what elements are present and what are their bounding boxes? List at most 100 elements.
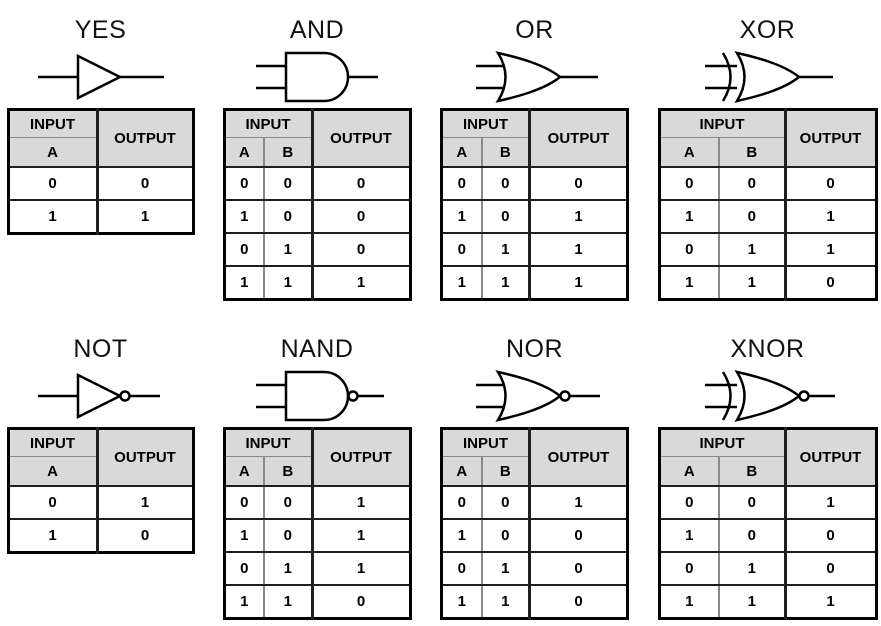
input-cell: 0	[223, 166, 265, 201]
output-header: OUTPUT	[528, 108, 629, 168]
gate-title-nor: NOR	[505, 335, 564, 363]
output-cell: 1	[528, 232, 629, 267]
input-cell: 0	[440, 166, 483, 201]
gate-symbol	[26, 365, 176, 427]
input-cell: 1	[7, 199, 98, 235]
output-cell: 0	[783, 265, 877, 301]
output-cell: 1	[310, 265, 411, 301]
input-cell: 1	[440, 584, 483, 620]
column-header-b: B	[718, 137, 786, 168]
output-cell: 0	[310, 232, 411, 267]
column-header-a: A	[223, 456, 265, 487]
input-cell: 1	[223, 199, 265, 234]
input-cell: 1	[480, 584, 531, 620]
input-cell: 0	[658, 166, 720, 201]
input-cell: 0	[7, 485, 98, 520]
output-cell: 0	[528, 584, 629, 620]
input-cell: 0	[480, 199, 531, 234]
input-header: INPUT	[223, 427, 313, 457]
output-cell: 0	[310, 584, 411, 620]
column-header-b: B	[480, 137, 531, 168]
input-cell: 1	[263, 551, 313, 586]
input-cell: 0	[718, 518, 786, 553]
input-cell: 0	[658, 232, 720, 267]
output-cell: 0	[310, 166, 411, 201]
output-cell: 1	[310, 518, 411, 553]
output-cell: 1	[783, 485, 877, 520]
gate-title-nand: NAND	[280, 335, 354, 363]
xnor-gate-icon	[704, 370, 835, 422]
gate-title-xor: XOR	[739, 16, 796, 44]
input-cell: 0	[480, 518, 531, 553]
input-cell: 0	[658, 551, 720, 586]
input-cell: 1	[658, 265, 720, 301]
output-header: OUTPUT	[95, 427, 194, 487]
column-header-a: A	[658, 137, 720, 168]
input-header: INPUT	[7, 427, 98, 457]
output-cell: 0	[95, 518, 194, 554]
input-header: INPUT	[440, 108, 531, 138]
output-cell: 0	[783, 551, 877, 586]
output-cell: 0	[528, 166, 629, 201]
input-cell: 0	[718, 166, 786, 201]
not-gate-icon	[37, 372, 160, 420]
output-cell: 1	[310, 485, 411, 520]
gate-symbol	[242, 365, 392, 427]
input-header: INPUT	[658, 427, 786, 457]
input-header: INPUT	[223, 108, 313, 138]
input-cell: 1	[223, 518, 265, 553]
output-header: OUTPUT	[310, 427, 411, 487]
input-cell: 0	[658, 485, 720, 520]
input-cell: 1	[223, 265, 265, 301]
column-header-a: A	[223, 137, 265, 168]
input-cell: 1	[718, 265, 786, 301]
input-cell: 1	[440, 518, 483, 553]
gate-title-or: OR	[515, 16, 554, 44]
input-cell: 0	[440, 551, 483, 586]
input-cell: 0	[480, 485, 531, 520]
or-gate-icon	[475, 51, 598, 103]
gate-symbol	[26, 46, 176, 108]
column-header-a: A	[440, 456, 483, 487]
input-cell: 0	[7, 166, 98, 201]
input-cell: 1	[263, 265, 313, 301]
gate-title-xnor: XNOR	[730, 335, 805, 363]
output-cell: 0	[783, 518, 877, 553]
column-header-b: B	[480, 456, 531, 487]
output-cell: 1	[783, 584, 877, 620]
gate-symbol	[460, 365, 610, 427]
input-cell: 1	[440, 199, 483, 234]
input-cell: 0	[263, 518, 313, 553]
and-gate-icon	[256, 51, 378, 103]
input-header: INPUT	[658, 108, 786, 138]
gate-symbol	[693, 365, 843, 427]
output-cell: 0	[783, 166, 877, 201]
